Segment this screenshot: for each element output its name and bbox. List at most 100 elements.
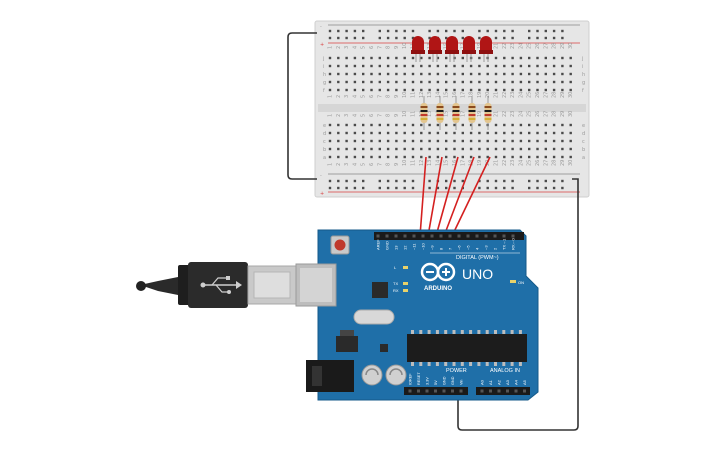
breadboard-hole[interactable] — [345, 123, 348, 127]
rail-hole[interactable] — [544, 29, 547, 33]
breadboard-hole[interactable] — [486, 147, 489, 151]
breadboard-hole[interactable] — [362, 131, 365, 135]
rail-hole[interactable] — [561, 29, 564, 33]
breadboard-hole[interactable] — [519, 123, 523, 127]
analog-pin[interactable] — [489, 389, 492, 393]
rail-hole[interactable] — [494, 179, 498, 183]
breadboard-hole[interactable] — [528, 147, 531, 151]
breadboard-hole[interactable] — [403, 139, 406, 143]
breadboard-hole[interactable] — [436, 72, 440, 76]
breadboard-hole[interactable] — [519, 80, 523, 84]
breadboard-hole[interactable] — [478, 131, 481, 135]
breadboard-hole[interactable] — [511, 139, 514, 143]
rail-hole[interactable] — [536, 36, 539, 40]
breadboard-hole[interactable] — [362, 56, 365, 60]
breadboard-hole[interactable] — [469, 88, 473, 92]
breadboard-hole[interactable] — [561, 88, 564, 92]
breadboard-hole[interactable] — [536, 80, 539, 84]
breadboard-hole[interactable] — [528, 139, 531, 143]
breadboard-hole[interactable] — [494, 131, 498, 135]
digital-pin[interactable] — [385, 234, 389, 238]
breadboard-hole[interactable] — [552, 131, 556, 135]
rail-hole[interactable] — [345, 179, 348, 183]
breadboard-hole[interactable] — [403, 56, 406, 60]
breadboard-hole[interactable] — [445, 155, 448, 159]
rail-hole[interactable] — [511, 36, 514, 40]
breadboard-hole[interactable] — [370, 80, 373, 84]
breadboard-hole[interactable] — [528, 155, 531, 159]
breadboard-hole[interactable] — [453, 72, 456, 76]
breadboard-hole[interactable] — [386, 147, 390, 151]
breadboard-hole[interactable] — [544, 131, 547, 135]
analog-header-pins[interactable] — [480, 389, 527, 393]
rail-hole[interactable] — [428, 186, 431, 190]
breadboard-hole[interactable] — [528, 80, 531, 84]
breadboard-hole[interactable] — [445, 80, 448, 84]
breadboard-hole[interactable] — [528, 64, 531, 68]
breadboard-hole[interactable] — [370, 147, 373, 151]
signal-wire[interactable] — [435, 156, 459, 237]
breadboard-hole[interactable] — [436, 80, 440, 84]
usb-cable[interactable] — [136, 262, 297, 308]
breadboard-hole[interactable] — [428, 155, 431, 159]
breadboard-hole[interactable] — [552, 139, 556, 143]
breadboard-hole[interactable] — [328, 147, 332, 151]
breadboard-hole[interactable] — [411, 131, 415, 135]
breadboard-hole[interactable] — [345, 131, 348, 135]
power-pin[interactable] — [425, 389, 429, 393]
breadboard-hole[interactable] — [353, 80, 357, 84]
breadboard-hole[interactable] — [469, 64, 473, 68]
breadboard-hole[interactable] — [328, 123, 332, 127]
breadboard-hole[interactable] — [519, 72, 523, 76]
breadboard-hole[interactable] — [328, 72, 332, 76]
breadboard-hole[interactable] — [386, 155, 390, 159]
breadboard-hole[interactable] — [536, 131, 539, 135]
breadboard-hole[interactable] — [569, 56, 572, 60]
rail-hole[interactable] — [328, 29, 332, 33]
breadboard-hole[interactable] — [511, 155, 514, 159]
breadboard-hole[interactable] — [420, 131, 423, 135]
breadboard-hole[interactable] — [461, 123, 464, 127]
breadboard-hole[interactable] — [328, 88, 332, 92]
breadboard-hole[interactable] — [403, 131, 406, 135]
breadboard-hole[interactable] — [536, 147, 539, 151]
resistor[interactable] — [452, 96, 460, 130]
ground-wire[interactable] — [457, 178, 579, 431]
breadboard-hole[interactable] — [337, 139, 340, 143]
breadboard-hole[interactable] — [436, 64, 440, 68]
power-pin[interactable] — [451, 389, 454, 393]
digital-pin[interactable] — [376, 234, 380, 238]
breadboard-hole[interactable] — [378, 88, 381, 92]
rail-hole[interactable] — [378, 29, 381, 33]
rail-hole[interactable] — [337, 179, 340, 183]
rail-hole[interactable] — [445, 186, 448, 190]
rail-hole[interactable] — [428, 36, 431, 40]
breadboard-hole[interactable] — [503, 131, 506, 135]
rail-hole[interactable] — [511, 186, 514, 190]
digital-pin[interactable] — [484, 234, 488, 238]
rail-hole[interactable] — [503, 36, 506, 40]
breadboard-hole[interactable] — [536, 64, 539, 68]
breadboard-hole[interactable] — [378, 56, 381, 60]
breadboard-hole[interactable] — [561, 155, 564, 159]
breadboard-hole[interactable] — [436, 56, 440, 60]
breadboard-hole[interactable] — [561, 139, 564, 143]
breadboard-hole[interactable] — [478, 72, 481, 76]
breadboard-hole[interactable] — [528, 123, 531, 127]
breadboard-hole[interactable] — [345, 88, 348, 92]
breadboard-hole[interactable] — [561, 64, 564, 68]
rail-hole[interactable] — [552, 186, 556, 190]
breadboard-hole[interactable] — [469, 80, 473, 84]
breadboard-hole[interactable] — [478, 80, 481, 84]
breadboard-hole[interactable] — [378, 131, 381, 135]
breadboard-hole[interactable] — [345, 155, 348, 159]
breadboard-hole[interactable] — [511, 80, 514, 84]
breadboard-hole[interactable] — [453, 88, 456, 92]
breadboard-hole[interactable] — [469, 131, 473, 135]
breadboard-hole[interactable] — [569, 64, 572, 68]
analog-pin[interactable] — [480, 389, 484, 393]
rail-hole[interactable] — [411, 29, 415, 33]
breadboard-hole[interactable] — [362, 80, 365, 84]
breadboard-hole[interactable] — [461, 72, 464, 76]
breadboard-hole[interactable] — [528, 56, 531, 60]
